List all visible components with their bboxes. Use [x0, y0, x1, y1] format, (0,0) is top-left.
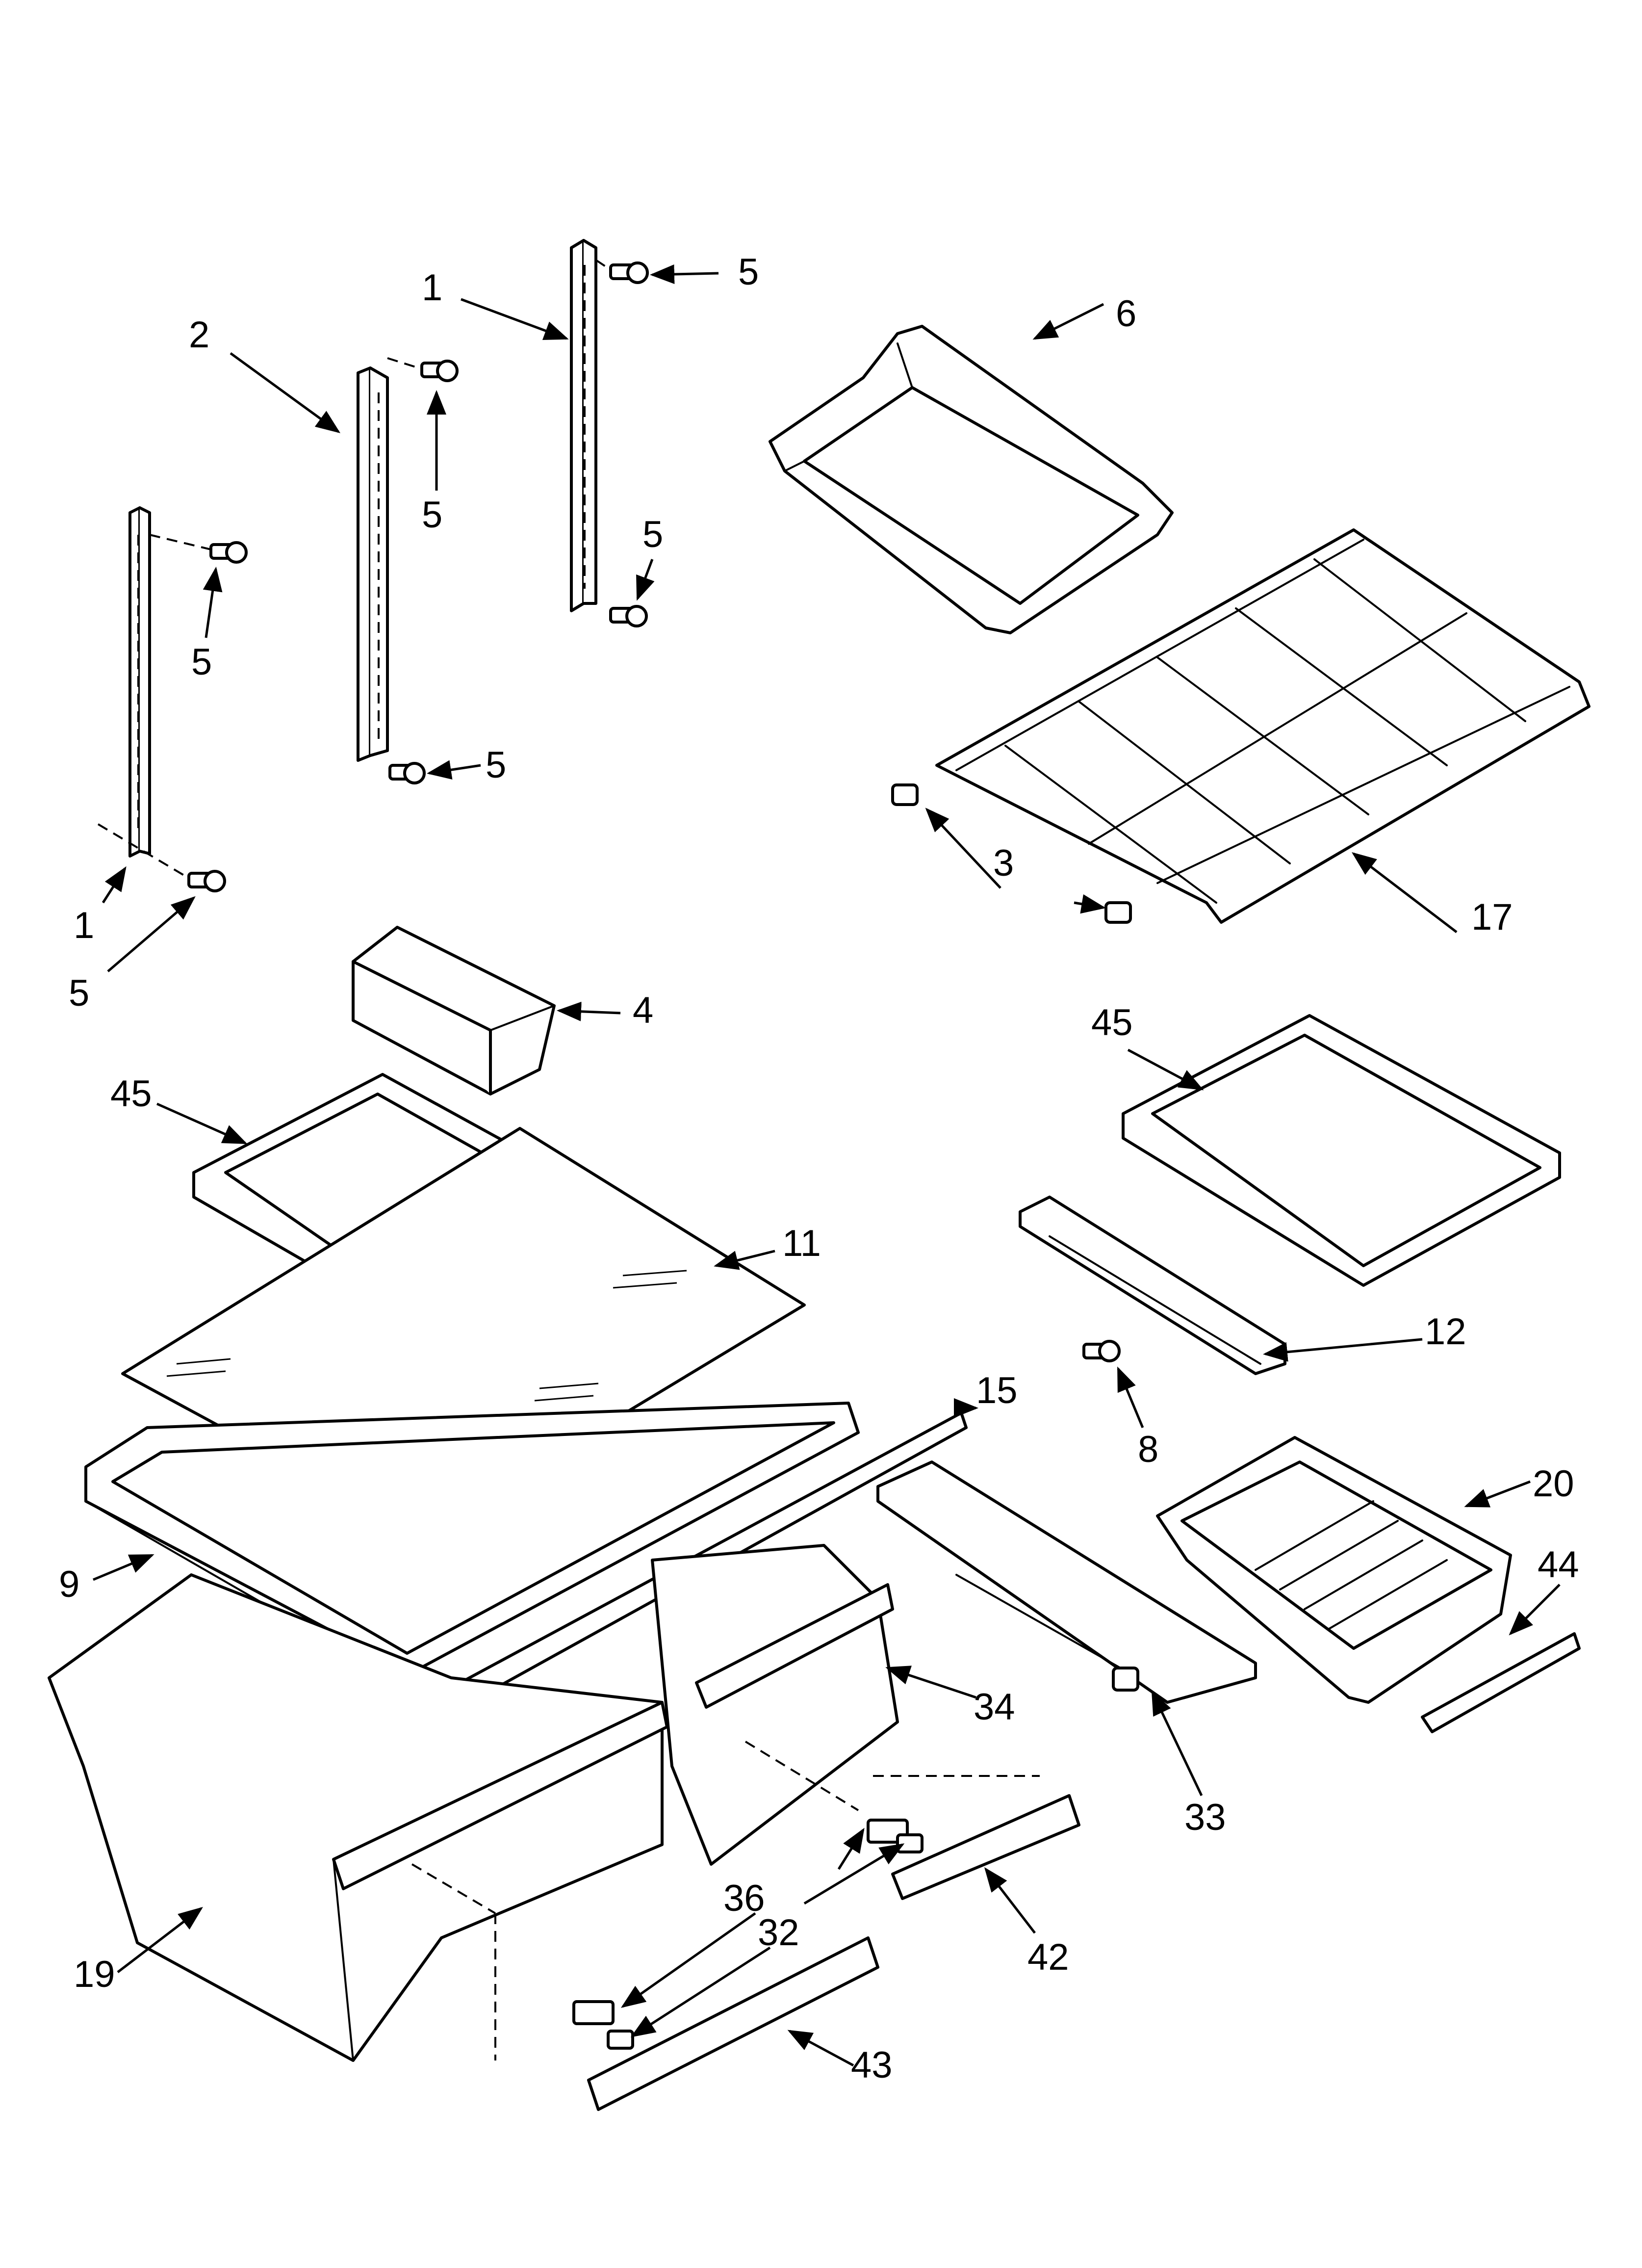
callout-34: 34: [974, 1686, 1015, 1728]
callout-36: 36: [723, 1877, 765, 1919]
leader-lines: [93, 264, 1561, 2067]
rail-part-2: [357, 366, 389, 762]
rail-part-1-left: [128, 506, 151, 858]
callout-15: 15: [976, 1370, 1018, 1411]
screw-icon: [149, 534, 248, 564]
callout-33: 33: [1184, 1797, 1226, 1838]
callout-3: 3: [993, 842, 1014, 884]
callout-5-a: 5: [738, 251, 759, 293]
crisper-drawer-part-34: [651, 1544, 1040, 1866]
callout-5-f: 5: [69, 972, 89, 1014]
shelf-frame-part-45-right: [1122, 1014, 1561, 1287]
bin-part-4: [352, 926, 556, 1095]
crisper-drawer-part-19: [48, 1573, 668, 2062]
rail-part-1-right: [570, 239, 597, 612]
drawer-slide-part-33: [876, 1460, 1257, 1704]
callout-45-left: 45: [110, 1073, 152, 1115]
callout-11: 11: [782, 1223, 821, 1264]
callout-32: 32: [758, 1912, 799, 1954]
callout-45-right: 45: [1091, 1002, 1133, 1043]
shelf-stud-part-3: [891, 783, 1132, 924]
screw-icon: [97, 823, 226, 892]
callout-19: 19: [74, 1954, 115, 1995]
trim-part-42: [891, 1794, 1080, 1900]
callout-5-e: 5: [486, 744, 506, 786]
screw-icon: [609, 605, 648, 627]
callout-2: 2: [189, 314, 209, 356]
wire-shelf-part-17: [935, 528, 1591, 924]
screw-icon: [1082, 1340, 1121, 1362]
screw-icon: [388, 762, 426, 784]
callout-5-c: 5: [191, 641, 212, 683]
bin-part-6: [769, 325, 1174, 634]
callout-42: 42: [1027, 1936, 1069, 1978]
crisper-cover-frame-part-9: [84, 1402, 860, 1679]
callout-8: 8: [1138, 1429, 1158, 1470]
callout-9: 9: [59, 1564, 79, 1605]
callout-6: 6: [1116, 293, 1136, 335]
callout-43: 43: [851, 2044, 893, 2086]
callout-1-bottom: 1: [74, 905, 94, 946]
screw-icon: [387, 357, 459, 382]
callout-12: 12: [1425, 1311, 1466, 1353]
trim-part-44: [1421, 1632, 1581, 1733]
callout-1-top: 1: [422, 267, 442, 309]
callout-20: 20: [1533, 1463, 1574, 1505]
trim-part-43: [587, 1936, 879, 2111]
callout-4: 4: [633, 990, 653, 1031]
meat-drawer-part-20: [1156, 1436, 1512, 1704]
screw-icon: [595, 259, 649, 284]
callout-labels: 1 1 2 3 4 5 5 5 5 5 5 6 8 9 11 12 15 17 …: [59, 251, 1579, 2086]
bracket-part-12: [1019, 1196, 1286, 1375]
callout-5-d: 5: [642, 514, 663, 555]
callout-5-b: 5: [422, 494, 442, 536]
callout-17: 17: [1471, 896, 1513, 938]
callout-44: 44: [1538, 1544, 1579, 1586]
